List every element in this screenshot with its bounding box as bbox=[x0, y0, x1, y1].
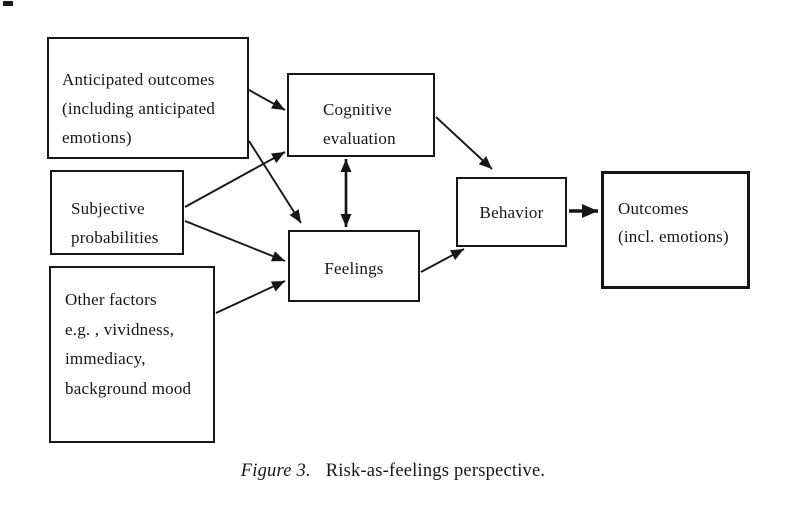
box-subjective-probabilities: Subjective probabilities bbox=[50, 170, 184, 255]
box-behavior: Behavior bbox=[456, 177, 567, 247]
figure-caption: Figure 3. Risk-as-feelings perspective. bbox=[0, 461, 786, 482]
scan-artifact-mark bbox=[3, 1, 13, 6]
box-other-factors-line1: Other factors bbox=[65, 290, 157, 309]
box-outcomes: Outcomes (incl. emotions) bbox=[601, 171, 750, 289]
box-anticipated-outcomes-line2: (including anticipated bbox=[62, 99, 216, 118]
arrow-feelings-to-behavior bbox=[420, 248, 465, 273]
arrow-subjective-to-cognitive bbox=[184, 151, 286, 208]
box-outcomes-line2: (incl. emotions) bbox=[618, 227, 729, 246]
arrow-other-factors-to-feelings bbox=[215, 280, 286, 314]
box-anticipated-outcomes-line1: Anticipated outcomes bbox=[62, 70, 215, 89]
arrow-anticipated-to-cognitive bbox=[248, 89, 286, 111]
box-feelings-line1: Feelings bbox=[324, 259, 384, 278]
box-outcomes-line1: Outcomes bbox=[618, 199, 689, 218]
box-cognitive-evaluation-line1: Cognitive bbox=[323, 100, 392, 119]
box-behavior-line1: Behavior bbox=[479, 203, 544, 222]
box-other-factors-line4: background mood bbox=[65, 378, 192, 398]
figure-caption-text: Risk-as-feelings perspective. bbox=[325, 461, 546, 481]
box-other-factors-line2: e.g. , vividness, bbox=[65, 319, 175, 339]
box-anticipated-outcomes-line3: emotions) bbox=[62, 128, 132, 147]
box-subjective-probabilities-line1: Subjective bbox=[71, 199, 145, 218]
box-subjective-probabilities-line2: probabilities bbox=[71, 228, 159, 247]
arrow-cognitive-to-behavior bbox=[435, 116, 493, 170]
box-cognitive-evaluation: Cognitive evaluation bbox=[287, 73, 435, 157]
figure-caption-label: Figure 3. bbox=[240, 461, 311, 481]
arrow-anticipated-to-feelings bbox=[248, 140, 302, 224]
box-anticipated-outcomes: Anticipated outcomes (including anticipa… bbox=[47, 37, 249, 159]
box-cognitive-evaluation-line2: evaluation bbox=[323, 129, 396, 148]
box-feelings: Feelings bbox=[288, 230, 420, 302]
box-other-factors: Other factors e.g. , vividness, immediac… bbox=[49, 266, 215, 443]
box-other-factors-line3: immediacy, bbox=[65, 349, 146, 368]
arrow-subjective-to-feelings bbox=[184, 220, 286, 262]
